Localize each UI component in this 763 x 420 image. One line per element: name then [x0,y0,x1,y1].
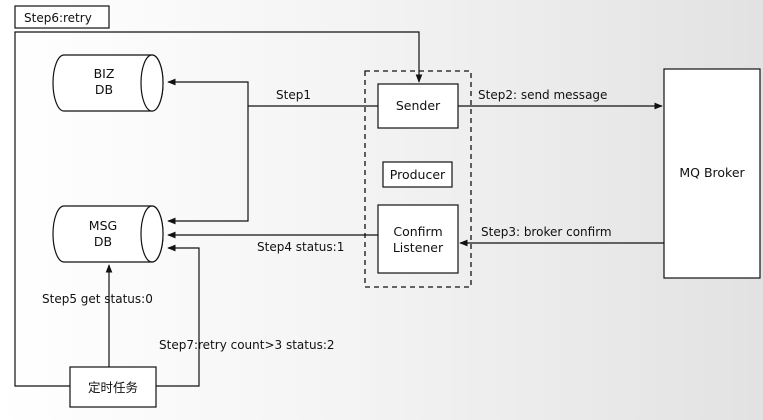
msg-db-node: MSG DB [52,205,164,263]
producer-label-box: Producer [382,161,453,188]
step1-label: Step1 [276,88,311,102]
confirm-listener-node: Confirm Listener [377,204,459,274]
msg-db-label: MSG [89,218,117,233]
step7-label: Step7:retry count>3 status:2 [159,338,335,352]
scheduler-label: 定时任务 [88,380,138,395]
step5-label: Step5 get status:0 [42,292,153,306]
biz-db-label-2: DB [95,82,113,97]
step3-label: Step3: broker confirm [481,225,612,239]
confirm-listener-label-2: Listener [393,240,444,255]
sender-node: Sender [377,83,459,129]
step4-label: Step4 status:1 [257,240,344,254]
mq-broker-label: MQ Broker [679,165,745,180]
producer-label: Producer [390,167,446,182]
step6-path [14,31,423,387]
step1-connector [167,82,378,106]
producer-group [364,70,472,288]
biz-db-label: BIZ [94,66,115,81]
scheduler-node: 定时任务 [69,366,157,408]
step1-branch-path [167,106,249,225]
step6-label-box: Step6:retry [14,5,110,29]
msg-db-label-2: DB [94,234,112,249]
confirm-listener-label: Confirm [393,224,442,239]
mq-broker-node: MQ Broker [663,68,761,279]
step1-path [167,78,378,107]
step7-path [156,244,200,387]
step6-label: Step6:retry [24,11,92,25]
biz-db-node: BIZ DB [52,54,164,112]
sender-label: Sender [396,98,441,113]
step2-label: Step2: send message [478,88,607,102]
